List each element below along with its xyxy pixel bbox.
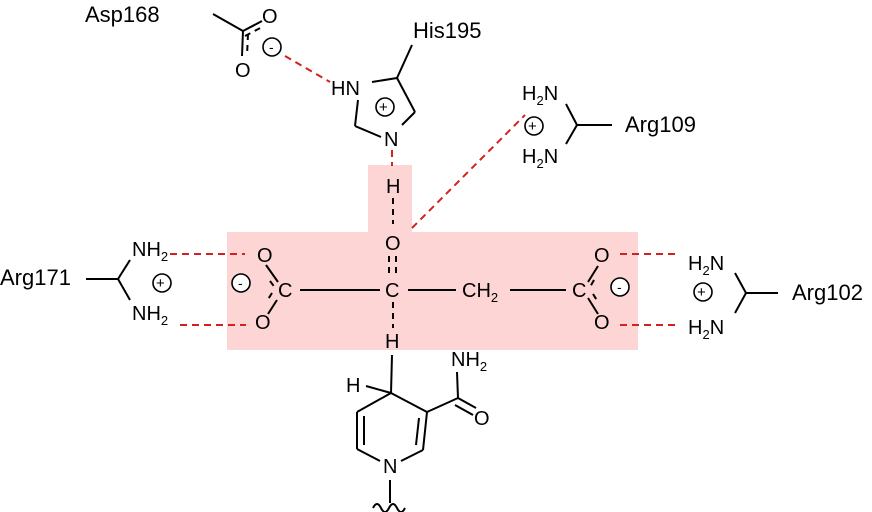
svg-text:+: + bbox=[156, 275, 165, 292]
nadh-n: N bbox=[383, 456, 397, 478]
arg171-nh2-top: NH2 bbox=[132, 239, 168, 264]
left-carboxyl-c: C bbox=[278, 280, 292, 302]
left-carboxyl-o-top: O bbox=[257, 245, 273, 267]
asp-oxygen-top: O bbox=[262, 6, 278, 28]
negative-charge-icon bbox=[262, 37, 282, 57]
arg109-group: H2N H2N + Arg109 bbox=[522, 83, 696, 171]
negative-charge-icon bbox=[610, 277, 630, 297]
central-carbon: C bbox=[385, 280, 399, 302]
arg102-h2n-top: H2N bbox=[688, 253, 724, 278]
his195-group: HN N + His195 bbox=[331, 18, 481, 151]
asp168-label: Asp168 bbox=[85, 2, 160, 27]
arg171-label: Arg171 bbox=[0, 265, 71, 290]
svg-text:+: + bbox=[697, 284, 706, 301]
proton-h: H bbox=[386, 176, 400, 198]
svg-text:-: - bbox=[617, 279, 622, 295]
nadh-h4: H bbox=[346, 375, 360, 397]
arg171-group: Arg171 NH2 NH2 + bbox=[0, 239, 172, 328]
hbond-arg109 bbox=[411, 114, 526, 229]
left-carboxyl-o-bottom: O bbox=[255, 312, 271, 334]
hydride-h: H bbox=[385, 331, 399, 353]
nadh-nh2: NH2 bbox=[451, 349, 487, 374]
his195-label: His195 bbox=[413, 18, 481, 43]
arg102-label: Arg102 bbox=[792, 280, 863, 305]
arg109-h2n-top: H2N bbox=[522, 83, 558, 108]
his-hn: HN bbox=[331, 78, 360, 100]
carbonyl-oxygen: O bbox=[385, 233, 401, 255]
right-carboxyl-o-bottom: O bbox=[594, 312, 610, 334]
substrate-highlight bbox=[227, 165, 638, 350]
hbond-asp-his bbox=[284, 55, 331, 83]
his-n: N bbox=[384, 129, 398, 151]
ch2-group: CH2 bbox=[462, 280, 498, 305]
asp-oxygen-bottom: O bbox=[235, 60, 251, 82]
right-carboxyl-c: C bbox=[572, 280, 586, 302]
svg-text:-: - bbox=[269, 39, 274, 55]
positive-charge-icon bbox=[693, 282, 713, 302]
asp168-group: Asp168 O O - bbox=[85, 2, 282, 82]
wavy-bond-icon bbox=[372, 503, 406, 512]
positive-charge-icon bbox=[524, 116, 544, 136]
arg171-nh2-bottom: NH2 bbox=[132, 303, 168, 328]
positive-charge-icon bbox=[152, 273, 172, 293]
negative-charge-icon bbox=[231, 273, 251, 293]
svg-text:+: + bbox=[528, 118, 537, 135]
arg109-h2n-bottom: H2N bbox=[522, 146, 558, 171]
nadh-nicotinamide: H N NH2 O bbox=[346, 349, 490, 512]
arg109-label: Arg109 bbox=[625, 112, 696, 137]
nadh-carbonyl-o: O bbox=[474, 408, 490, 430]
right-carboxyl-o-top: O bbox=[594, 245, 610, 267]
arg102-h2n-bottom: H2N bbox=[688, 317, 724, 342]
svg-text:+: + bbox=[379, 99, 388, 116]
positive-charge-icon bbox=[375, 97, 395, 117]
svg-text:-: - bbox=[238, 275, 243, 291]
arg102-group: H2N H2N + Arg102 bbox=[688, 253, 863, 342]
